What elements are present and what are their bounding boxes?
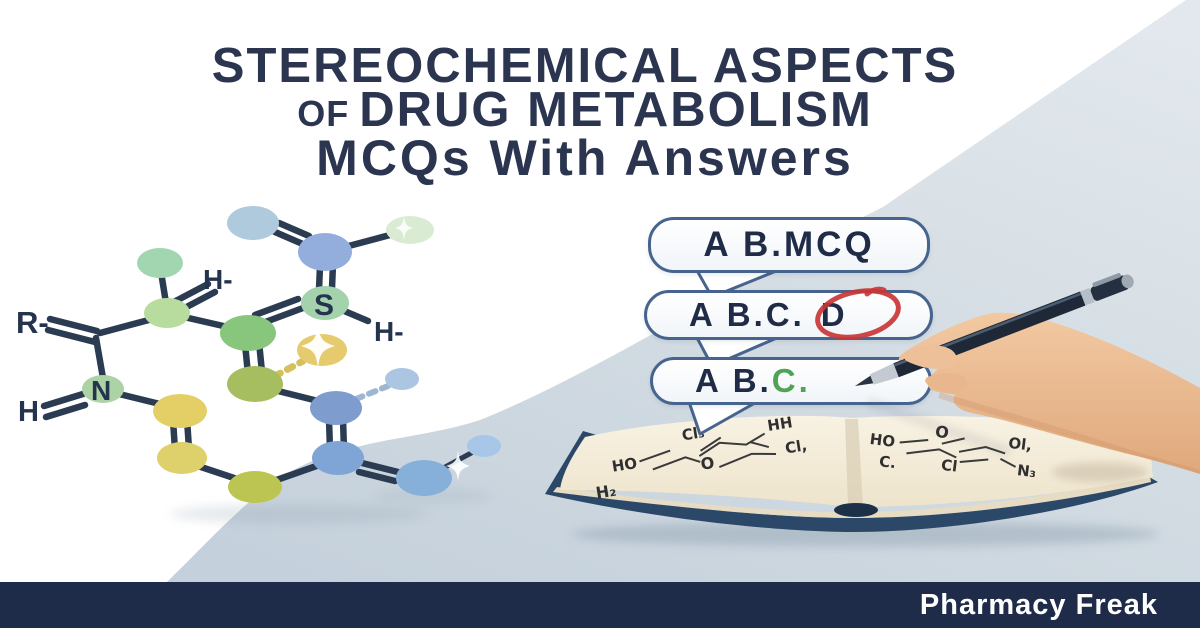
atom-nitrogen [82,375,124,403]
atom [386,216,434,244]
formula-label: H₂ [594,481,617,503]
hand-shape [898,312,1200,474]
atom [297,334,347,366]
atom [298,233,352,271]
bubble-2-text: A B.C. [689,296,805,333]
bubble-3-text: A B. [695,362,772,399]
molecule-dashed-bonds [271,357,391,402]
atom [157,442,207,474]
formula-label: O [934,422,950,443]
formula-label: HH [766,413,794,435]
molecule-bonds [40,219,476,487]
book-left-formulas: HO Cl₃ HH H₂ O Cl, [594,413,808,503]
brand-name: Pharmacy Freak [919,588,1158,621]
hand-shading [938,392,1200,474]
book-left-page [560,415,853,507]
atom [467,435,501,457]
sulfur-label: S [314,289,334,322]
atom [396,460,452,496]
option-bubble-3: A B. C. [650,357,932,405]
atom [312,441,364,475]
title-line-1: STEREOCHEMICAL ASPECTS [211,39,959,93]
molecule-illustration: R- H H- N S H- [16,206,501,503]
atom [385,368,419,390]
atom-sulfur [301,286,349,320]
title-line-3: MCQs With Answers [316,130,854,186]
atom [144,298,190,328]
title-line-2-rest: DRUG METABOLISM [359,83,873,137]
pen-band [1080,287,1095,306]
formula-label: Cl [940,456,958,476]
option-bubble-1: A B.MCQ [648,217,930,273]
nitrogen-label: N [91,375,111,406]
wrist-shadow [1052,462,1148,482]
bubble-3-answer: C. [771,362,811,399]
atom [227,206,279,240]
r-group-label: R- [16,305,49,340]
atom [310,391,362,425]
option-bubble-2: A B.C. D [644,290,933,340]
formula-label: HO [869,430,896,451]
atom [153,394,207,428]
pen-cap [1090,275,1130,301]
atom [228,471,282,503]
hand-illustration [898,312,1200,482]
title-line-2-of: OF [297,93,350,134]
formula-label: Ol, [1007,434,1033,455]
atom [137,248,183,278]
pen-cap-end [1121,274,1134,289]
sparkle-icon [301,324,335,368]
open-book-illustration: HO Cl₃ HH H₂ O Cl, HO O Ol, [545,413,1160,547]
formula-label: HO [611,454,639,476]
book-right-page [851,415,1153,507]
sparkle-icon [446,450,470,482]
h-upper-label: H- [203,264,233,295]
sparkle-icon [395,216,413,240]
footer-bar: Pharmacy Freak [0,582,1200,628]
molecule-atoms [82,206,501,503]
book-page-stack [553,476,1151,518]
atom [227,366,283,402]
book-right-formulas: HO O Ol, C. Cl N₃ [869,422,1037,481]
book-shadow [570,521,1160,547]
bubble-2-circled-option: D [820,296,848,333]
molecule-labels: R- H H- N S H- [16,264,404,428]
formula-label: N₃ [1016,461,1037,481]
h-right-label: H- [374,316,404,347]
formula-label: C. [878,452,897,472]
sparkle-icons [301,216,470,482]
molecule-shadows [170,488,492,524]
bubble-1-text: A B.MCQ [703,225,875,264]
book-cover [545,431,1158,532]
formula-label: O [699,453,715,474]
atom [220,315,276,351]
book-spine [845,419,863,507]
formula-label: Cl₃ [681,423,706,444]
pen-clip [1092,273,1121,287]
h-left-label: H [18,396,39,428]
book-spine-notch [834,503,878,517]
formula-label: Cl, [784,436,808,457]
